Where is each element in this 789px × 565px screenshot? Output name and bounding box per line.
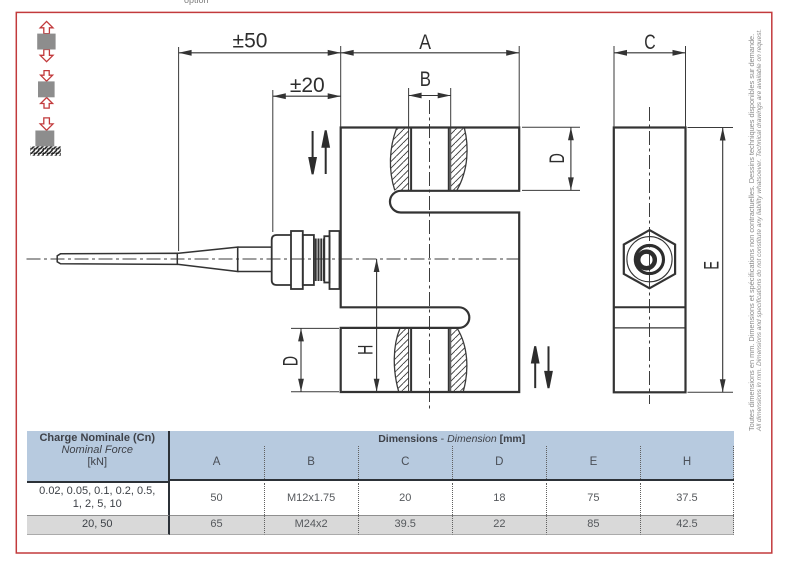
svg-text:B: B xyxy=(420,68,431,91)
svg-text:H: H xyxy=(354,345,377,355)
svg-text:±50: ±50 xyxy=(233,30,268,53)
svg-text:E: E xyxy=(699,261,723,269)
svg-text:A: A xyxy=(419,31,431,55)
svg-text:C: C xyxy=(644,30,655,54)
svg-text:D: D xyxy=(545,153,568,163)
svg-text:±20: ±20 xyxy=(290,74,325,97)
svg-text:D: D xyxy=(279,356,302,366)
